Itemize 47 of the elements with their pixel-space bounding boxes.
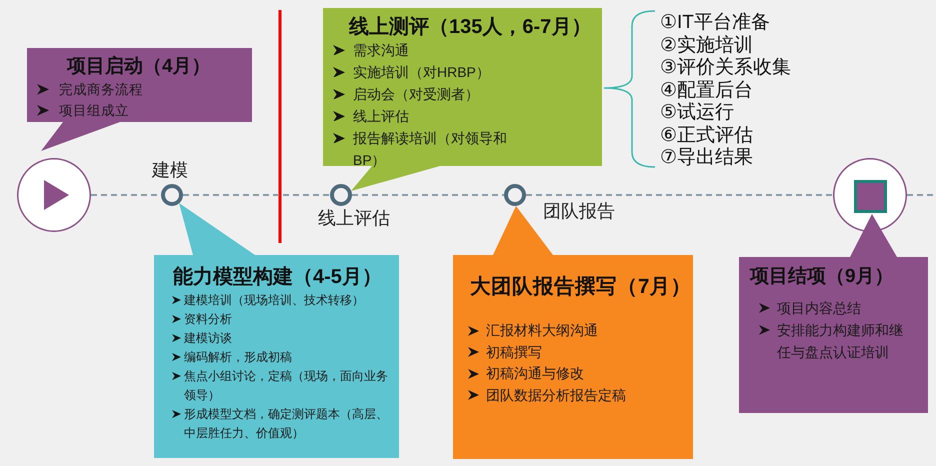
bullet-text: 焦点小组讨论，定稿（现场，面向业务领导） — [184, 368, 388, 404]
bullet-text: 项目内容总结 — [777, 299, 861, 318]
callout-heading: 项目结项（9月） — [750, 265, 894, 289]
bullet-text: 初稿沟通与修改 — [486, 364, 584, 383]
milestone-label: 建模 — [152, 159, 188, 181]
milestone-label: 线上评估 — [318, 207, 390, 229]
timeline-line — [352, 194, 504, 196]
stop-square — [854, 180, 887, 213]
timeline-ring — [161, 184, 183, 206]
timeline-ring — [504, 184, 526, 206]
speech-bubble — [27, 48, 252, 151]
milestone-label: 团队报告 — [543, 200, 615, 222]
numbered-step: ②实施培训 — [660, 34, 754, 57]
speech-bubble — [739, 214, 928, 413]
bullet-text: 建模访谈 — [184, 330, 232, 347]
numbered-step: ①IT平台准备 — [660, 12, 770, 34]
bullet-text: 项目组成立 — [59, 102, 129, 120]
numbered-step: ③评价关系收集 — [660, 57, 792, 80]
timeline-line — [526, 194, 833, 196]
numbered-step: ④配置后台 — [660, 80, 754, 102]
speech-bubble — [154, 203, 399, 458]
bullet-text: 实施培训（对HRBP） — [353, 63, 490, 82]
play-triangle — [44, 180, 69, 210]
timeline-ring — [330, 184, 352, 206]
timeline-line — [907, 194, 936, 196]
callout-heading: 线上测评（135人，6-7月） — [349, 15, 592, 39]
bullet-text: 完成商务流程 — [59, 81, 143, 99]
numbered-step: ⑦导出结果 — [660, 147, 754, 170]
numbered-step: ⑤试运行 — [660, 102, 734, 124]
bullet-text: 启动会（对受测者） — [353, 85, 479, 104]
bullet-text: 建模培训（现场培训、技术转移） — [184, 292, 364, 309]
bullet-text: 团队数据分析报告定稿 — [486, 386, 626, 404]
callout-heading: 能力模型构建（4-5月） — [173, 265, 382, 289]
callout-heading: 大团队报告撰写（7月） — [470, 275, 692, 299]
bullet-text: 报告解读培训（对领导和BP） — [353, 129, 508, 170]
speech-bubble — [323, 8, 602, 191]
bullet-text: 线上评估 — [353, 107, 409, 126]
bullet-text: 形成模型文档，确定测评题本（高层、中层胜任力、价值观） — [184, 406, 388, 442]
bullet-text: 初稿撰写 — [486, 342, 542, 362]
callout-heading: 项目启动（4月） — [67, 55, 211, 79]
bullet-text: 需求沟通 — [353, 41, 409, 60]
bullet-text: 编码解析，形成初稿 — [184, 349, 292, 366]
timeline-line — [183, 194, 330, 196]
bullet-text: 资料分析 — [184, 311, 232, 328]
bullet-text: 安排能力构建师和继任与盘点认证培训 — [777, 321, 904, 362]
numbered-step: ⑥正式评估 — [660, 124, 754, 147]
bullet-text: 汇报材料大纲沟通 — [486, 321, 598, 340]
